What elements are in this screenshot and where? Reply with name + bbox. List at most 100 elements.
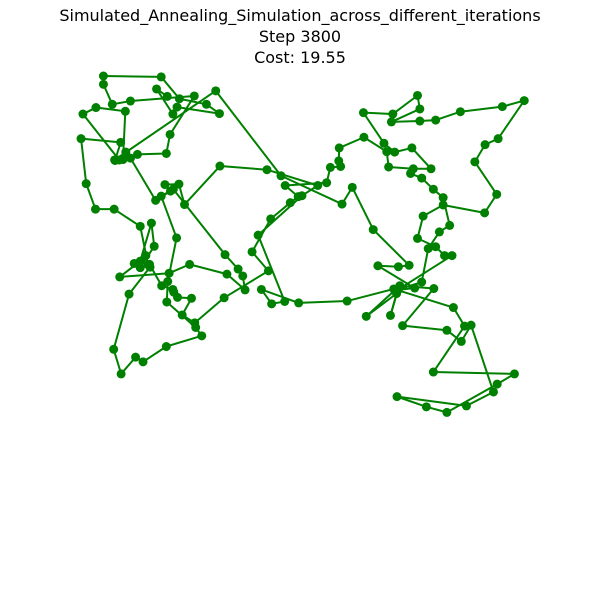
city-point <box>131 352 141 362</box>
city-point <box>124 289 134 299</box>
city-point <box>322 178 332 188</box>
city-point <box>220 250 230 260</box>
tour-segment <box>142 345 168 363</box>
city-point <box>253 230 263 240</box>
city-point <box>107 99 117 109</box>
city-point <box>135 263 145 273</box>
city-point <box>161 148 171 158</box>
city-point <box>174 94 184 104</box>
tour-segment <box>112 293 131 351</box>
city-point <box>180 200 190 210</box>
tour-segment <box>169 94 196 136</box>
city-point <box>460 321 470 331</box>
tour-segment <box>401 324 448 332</box>
tour-segment <box>223 269 270 299</box>
tour-segment <box>176 106 221 115</box>
city-point <box>455 107 465 117</box>
tour-segment <box>165 334 203 348</box>
tour-segment <box>113 89 217 161</box>
city-point <box>313 181 323 191</box>
city-point <box>120 106 130 116</box>
city-point <box>384 162 394 172</box>
city-point <box>445 220 455 230</box>
city-point <box>442 407 452 417</box>
city-point <box>438 193 448 203</box>
city-point <box>189 91 199 101</box>
city-point <box>492 379 502 389</box>
city-point <box>417 173 427 183</box>
tour-segment <box>410 146 433 170</box>
city-point <box>132 149 142 159</box>
city-point <box>392 392 402 402</box>
tour-segment <box>81 113 121 161</box>
city-point <box>160 180 170 190</box>
city-point <box>98 79 108 89</box>
city-point <box>238 271 248 281</box>
city-point <box>267 299 277 309</box>
city-point <box>429 284 439 294</box>
city-point <box>135 256 145 266</box>
city-point <box>149 241 159 251</box>
tour-segment <box>178 97 208 106</box>
tour-segment <box>218 165 268 171</box>
tour-segment <box>372 228 411 267</box>
city-point <box>386 117 396 127</box>
city-point <box>359 132 369 142</box>
tour-segment <box>362 111 385 145</box>
city-point <box>325 162 335 172</box>
chart-title-line-1: Simulated_Annealing_Simulation_across_di… <box>59 6 541 25</box>
city-point <box>247 247 257 257</box>
tour-segment <box>396 395 428 408</box>
city-point <box>334 156 344 166</box>
city-point <box>393 284 403 294</box>
city-point <box>428 367 438 377</box>
city-point <box>388 109 398 119</box>
city-point <box>413 90 423 100</box>
city-point <box>456 336 466 346</box>
tour-segment <box>183 165 221 206</box>
city-point <box>156 72 166 82</box>
tour-segment <box>442 203 486 214</box>
city-point <box>152 84 162 94</box>
city-point <box>81 179 91 189</box>
tour-segment <box>346 287 395 303</box>
tour-segment <box>362 111 394 116</box>
city-point <box>162 91 172 101</box>
city-point <box>493 134 503 144</box>
city-point <box>293 192 303 202</box>
city-point <box>404 260 414 270</box>
city-point <box>109 204 119 214</box>
tour-segment <box>265 168 319 187</box>
chart-title-line-3: Cost: 19.55 <box>254 48 346 67</box>
city-point <box>233 264 243 274</box>
city-point <box>135 221 145 231</box>
tour-segment <box>129 94 196 103</box>
city-point <box>492 189 502 199</box>
city-point <box>415 104 425 114</box>
city-point <box>161 342 171 352</box>
city-point <box>185 259 195 269</box>
tour-segment <box>401 287 435 327</box>
city-point <box>165 129 175 139</box>
city-point <box>280 181 290 191</box>
city-point <box>428 184 438 194</box>
city-point <box>76 134 86 144</box>
tour-segment <box>459 105 504 113</box>
city-point <box>266 214 276 224</box>
tour-segment <box>80 137 88 185</box>
city-point <box>118 155 128 165</box>
city-point <box>480 208 490 218</box>
city-point <box>480 140 490 150</box>
city-point <box>417 277 427 287</box>
city-point <box>438 200 448 210</box>
city-point <box>125 96 135 106</box>
city-point <box>197 331 207 341</box>
tour-segment <box>432 371 516 375</box>
city-point <box>431 115 441 125</box>
city-point <box>219 293 229 303</box>
city-point <box>168 109 178 119</box>
city-point <box>172 102 182 112</box>
tour-segment <box>390 107 421 123</box>
city-point <box>164 268 174 278</box>
